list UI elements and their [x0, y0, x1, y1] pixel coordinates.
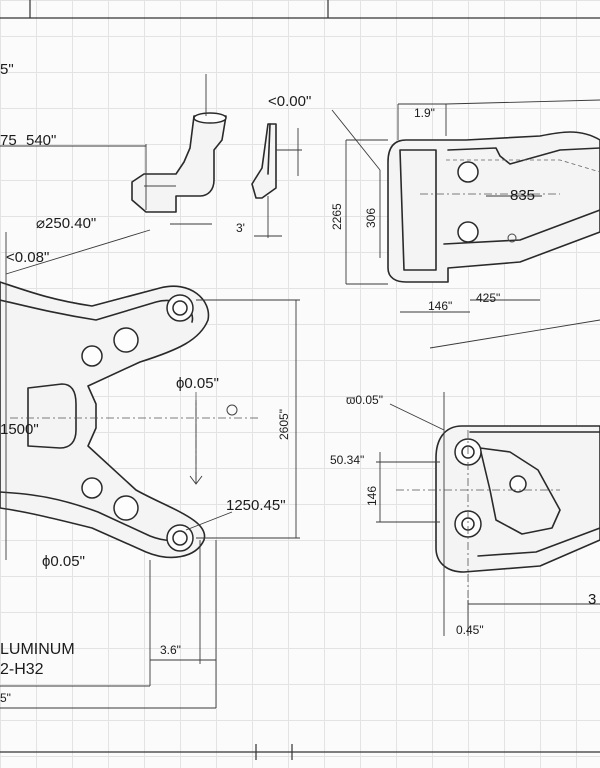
callout-flatness-center: ϕ0.05" — [176, 375, 219, 392]
callout-bottom-dim-partial: 5" — [0, 691, 11, 705]
front-view-dimensions — [376, 392, 600, 636]
callout-offset-right-mid: 50.34" — [330, 453, 364, 467]
callout-dim-right-top-c: 425" — [476, 291, 500, 305]
callout-top-left-75: 75 — [0, 132, 17, 149]
callout-inner-right-top: 306 — [364, 208, 378, 228]
callout-top-left-partial: 5" — [0, 61, 14, 78]
callout-bracket-left-partial: 1500" — [0, 421, 39, 438]
callout-height-right-top: 2265 — [330, 203, 344, 230]
callout-side-small: 3' — [236, 221, 245, 235]
material-note-line-1: LUMINUM — [0, 641, 75, 658]
material-note-line-2: 2-H32 — [0, 661, 44, 678]
callout-height-main: 2605" — [277, 409, 291, 440]
bracket-front-view — [396, 425, 600, 610]
callout-flatness-right: ϖ0.05" — [346, 393, 383, 407]
main-bracket-plan-view — [0, 281, 260, 559]
callout-dim-right-bottom-edge: 3 — [588, 591, 596, 608]
callout-angle-left: <0.08" — [6, 249, 49, 266]
callout-dim-right-bottom-a: 0.45" — [456, 623, 484, 637]
isometric-top-dimensions — [331, 99, 600, 349]
callout-dim-right-top-a: 835 — [510, 187, 535, 204]
main-bracket-dimensions — [0, 229, 300, 709]
callout-width-top-right: 1.9" — [414, 106, 435, 120]
callout-height-right-bottom: 146 — [365, 486, 379, 506]
callout-flatness-left-bottom: ϕ0.05" — [42, 553, 85, 570]
callout-bottom-dim-a: 3.6" — [160, 643, 181, 657]
bracket-edge-view — [251, 123, 302, 238]
callout-angle-top: <0.00" — [268, 93, 311, 110]
callout-top-left-540: 540" — [26, 132, 56, 149]
callout-hole-dia-top: ⌀250.40" — [36, 215, 96, 232]
isometric-view-top — [387, 131, 600, 283]
bracket-side-profile — [0, 74, 227, 225]
callout-hole-dia-bottom: 1250.45" — [226, 497, 286, 514]
callout-dim-right-top-b: 146" — [428, 299, 452, 313]
